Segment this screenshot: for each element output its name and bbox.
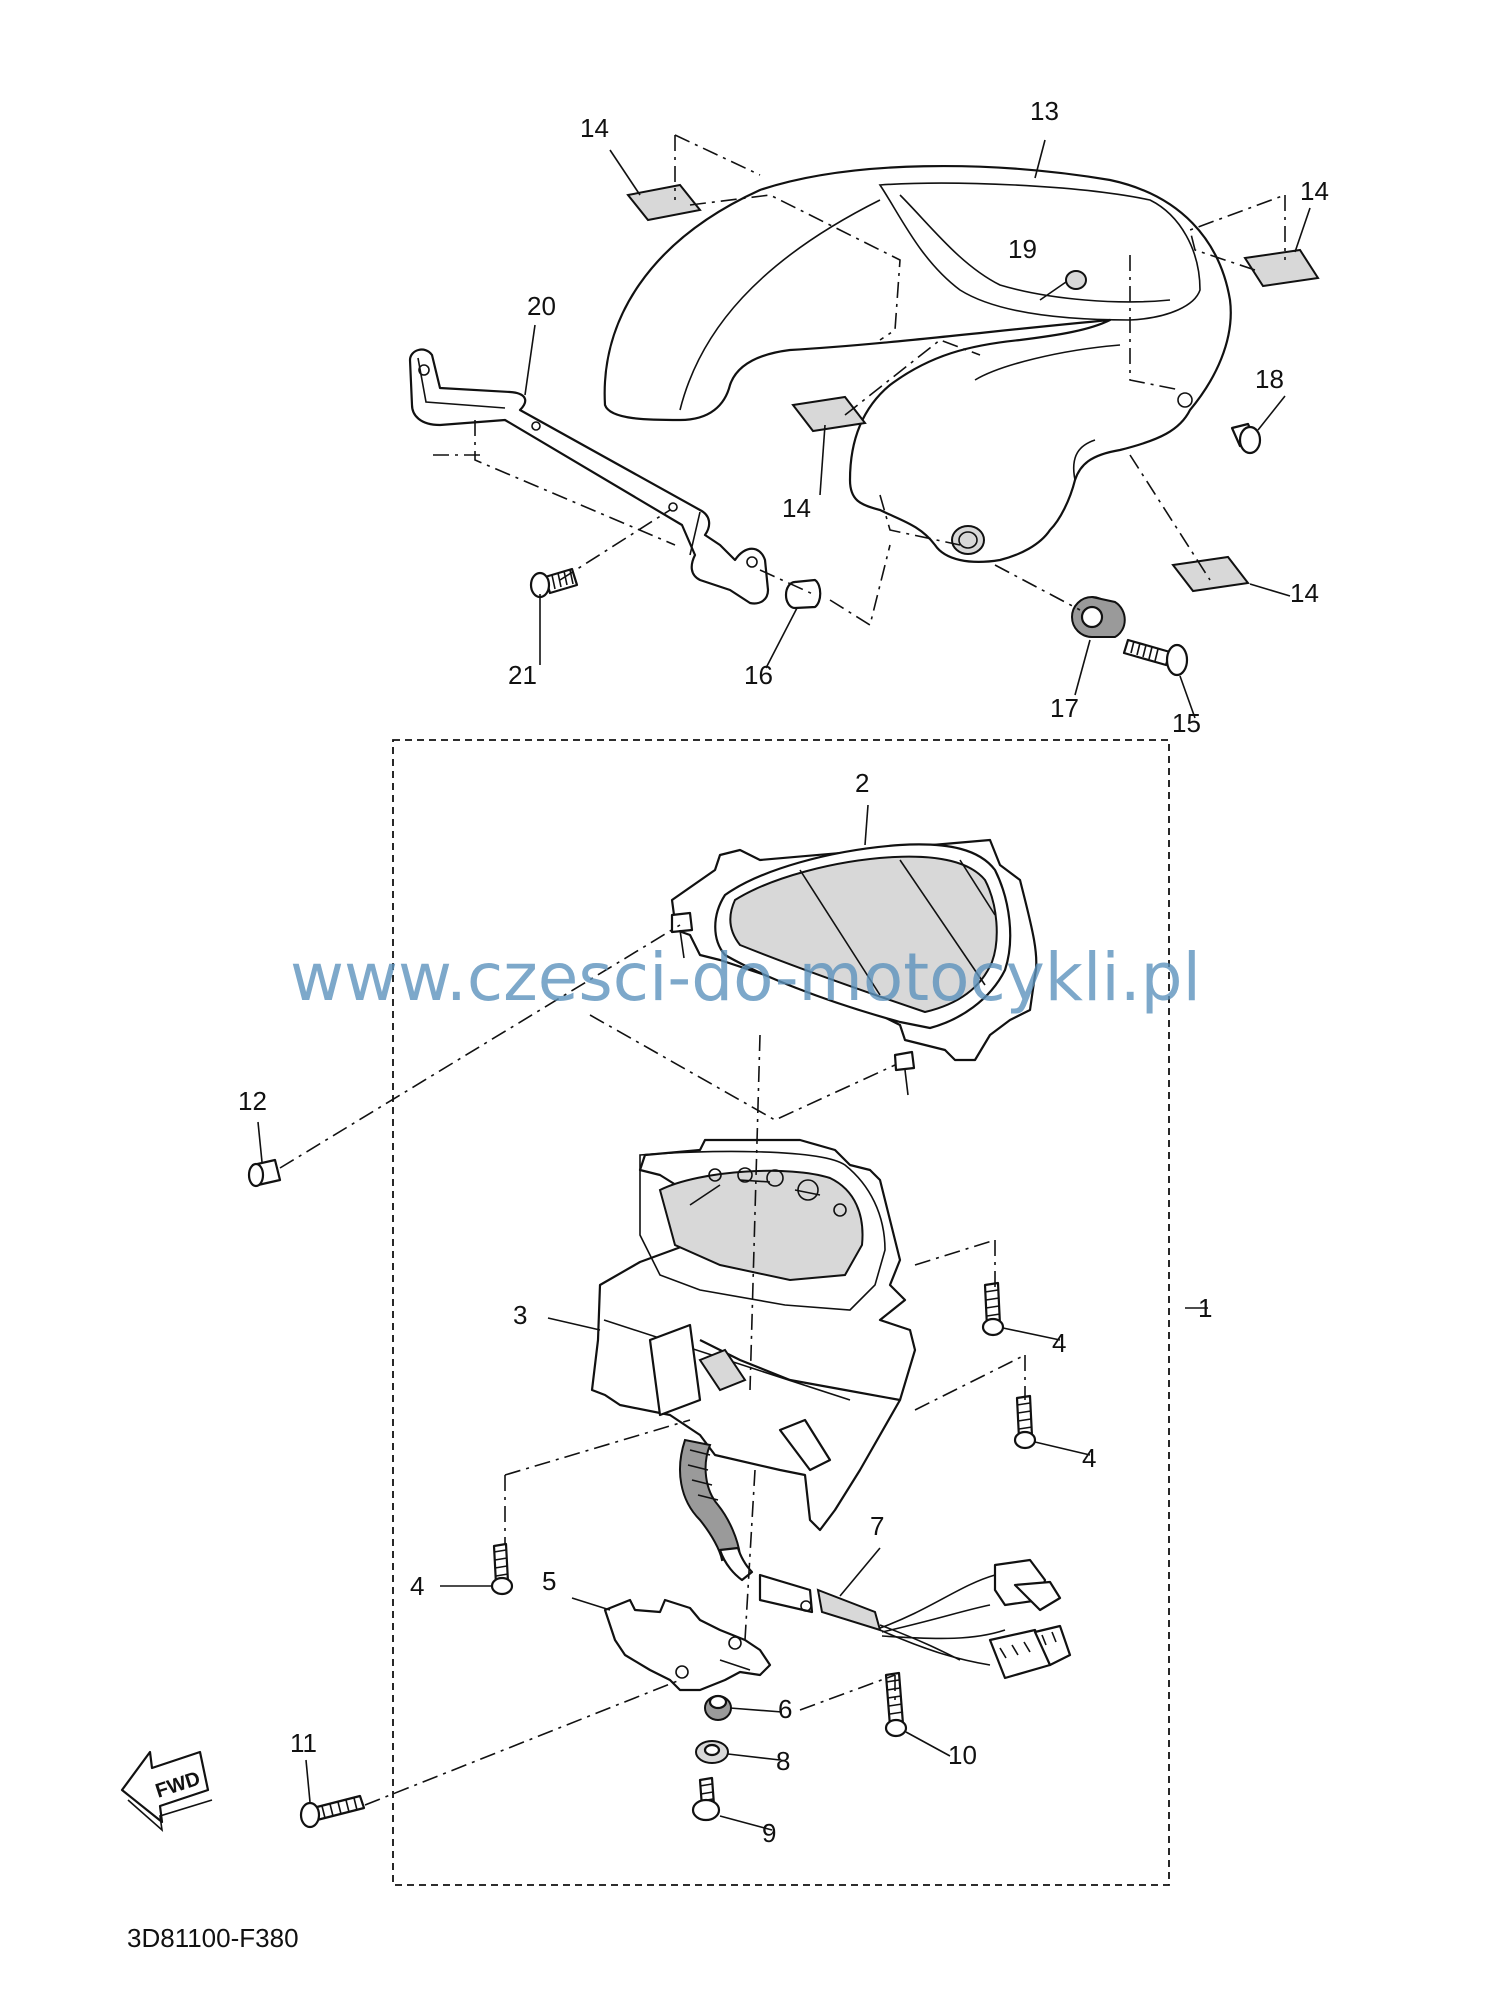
callout-15: 15 xyxy=(1172,708,1201,738)
nut-part-19 xyxy=(1065,270,1087,290)
meter-body-part-3 xyxy=(590,1138,917,1582)
callout-16: 16 xyxy=(744,660,773,690)
screw-part-10 xyxy=(884,1671,908,1738)
callout-4-upper: 4 xyxy=(1052,1328,1066,1358)
screw-part-15 xyxy=(1122,638,1189,677)
leader-lines xyxy=(257,139,1311,1831)
callout-4-middle: 4 xyxy=(1082,1443,1096,1473)
callout-18: 18 xyxy=(1255,364,1284,394)
callout-2: 2 xyxy=(855,768,869,798)
callout-9: 9 xyxy=(762,1818,776,1848)
callout-13: 13 xyxy=(1030,96,1059,126)
callout-21: 21 xyxy=(508,660,537,690)
callout-12: 12 xyxy=(238,1086,267,1116)
screw-part-11 xyxy=(299,1794,366,1829)
callout-14-top-left: 14 xyxy=(580,113,609,143)
diagram-code: 3D81100-F380 xyxy=(127,1923,299,1953)
callout-19: 19 xyxy=(1008,234,1037,264)
callout-4-lower: 4 xyxy=(410,1571,424,1601)
wire-harness-part-7 xyxy=(758,1558,1072,1680)
screw-part-4-b xyxy=(1013,1394,1037,1450)
grommet-part-6 xyxy=(704,1694,732,1721)
callout-17: 17 xyxy=(1050,693,1079,723)
callout-6: 6 xyxy=(778,1694,792,1724)
callout-20: 20 xyxy=(527,291,556,321)
callout-5: 5 xyxy=(542,1566,556,1596)
damper-pads-part-14 xyxy=(626,183,1320,593)
washer-part-8 xyxy=(695,1740,729,1764)
lower-guide-lines xyxy=(279,924,1026,1806)
bracket-part-20 xyxy=(408,348,770,605)
grommet-part-17 xyxy=(1071,596,1126,638)
callout-10: 10 xyxy=(948,1740,977,1770)
watermark-text: www.czesci-do-motocykli.pl xyxy=(290,939,1201,1016)
meter-assembly-frame xyxy=(392,739,1170,1886)
meter-cover-part-13 xyxy=(603,165,1232,563)
stay-part-5 xyxy=(603,1598,772,1692)
screw-part-18 xyxy=(1230,422,1262,455)
screw-part-4-c xyxy=(490,1542,514,1596)
callout-1: 1 xyxy=(1198,1293,1212,1323)
callout-11: 11 xyxy=(290,1728,317,1758)
callout-14-lower-right: 14 xyxy=(1290,578,1319,608)
collar-part-12 xyxy=(247,1158,282,1188)
callout-labels: 14 13 14 19 20 18 14 14 21 16 17 15 2 12… xyxy=(238,96,1329,1848)
callout-14-top-right: 14 xyxy=(1300,176,1329,206)
meter-case-part-2 xyxy=(670,838,1038,1096)
forward-arrow-icon: FWD xyxy=(120,1750,213,1833)
callout-14-middle: 14 xyxy=(782,493,811,523)
callout-8: 8 xyxy=(776,1746,790,1776)
screw-part-4-a xyxy=(981,1281,1005,1337)
upper-guide-lines xyxy=(430,134,1286,627)
screw-part-9 xyxy=(691,1776,721,1822)
callout-3: 3 xyxy=(513,1300,527,1330)
callout-7: 7 xyxy=(870,1511,884,1541)
